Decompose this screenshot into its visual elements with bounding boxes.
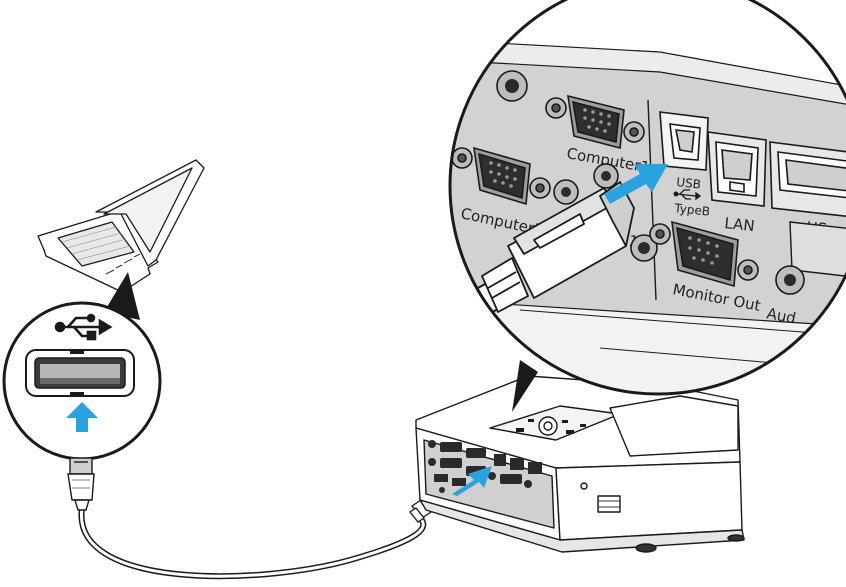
usb-cable [81,508,423,576]
audio-jack-top [497,71,527,101]
usb-a-port [26,350,134,396]
projector-port-zoom: Computer1 Computer2 [440,0,846,430]
laptop-usb-zoom [0,300,170,470]
projector [416,376,744,552]
usb-label: USB [676,175,702,191]
laptop [38,160,204,292]
usb-right-port [770,142,846,220]
lan-label: LAN [724,214,756,235]
lan-port [708,132,766,206]
audio-out-jack [776,266,804,294]
usb-typeb-port [660,112,708,170]
usb-a-plug [68,458,94,510]
